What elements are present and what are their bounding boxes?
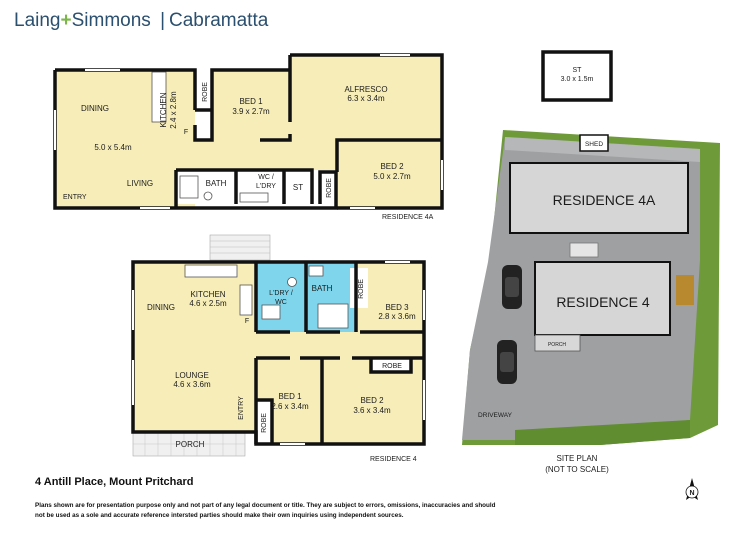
label-bed3-size-4: 2.8 x 3.6m xyxy=(378,312,416,321)
robe2-4 xyxy=(256,400,272,444)
disclaimer-line-2: not be used as a sole and accurate refer… xyxy=(35,512,404,519)
kitchen-island-4 xyxy=(239,284,253,316)
brand-plus-icon: + xyxy=(60,10,72,31)
label-fridge-4a: F xyxy=(184,129,188,136)
brand-name-part2: Simmons xyxy=(71,10,151,31)
toilet-4a xyxy=(203,191,213,201)
site-porch xyxy=(534,334,581,352)
label-robe-4: ROBE xyxy=(358,279,365,299)
label-alfresco-size: 6.3 x 3.4m xyxy=(347,94,385,103)
label-lounge-size-4: 4.6 x 3.6m xyxy=(173,380,211,389)
laundry-tub-4a xyxy=(239,192,269,203)
label-bed2-4a: BED 2 xyxy=(380,162,404,171)
robe2-4a xyxy=(320,172,337,204)
site-label-res4a: RESIDENCE 4A xyxy=(553,192,656,208)
site-plan: SHED RESIDENCE 4A RESIDENCE 4 PORCH DRIV… xyxy=(462,130,720,500)
st-closet-4a xyxy=(284,170,312,204)
front-lawn xyxy=(515,420,690,445)
label-bed2-size-4: 3.6 x 3.4m xyxy=(353,406,391,415)
label-residence-4: RESIDENCE 4 xyxy=(370,456,417,463)
toilet-4 xyxy=(287,277,297,287)
label-bed2-4: BED 2 xyxy=(360,396,384,405)
robe-4a xyxy=(195,70,212,110)
label-robe2-4: ROBE xyxy=(261,413,268,433)
site-label-porch: PORCH xyxy=(548,342,566,348)
label-lounge-4: LOUNGE xyxy=(175,371,209,380)
label-kitchen-size-4: 4.6 x 2.5m xyxy=(189,299,227,308)
label-robe-4a: ROBE xyxy=(202,82,209,102)
label-st-4a: ST xyxy=(293,183,303,192)
label-porch-4: PORCH xyxy=(176,440,205,449)
label-bath-4: BATH xyxy=(312,284,333,293)
site-label-shed: SHED xyxy=(585,141,603,148)
label-bed1-size-4: 2.6 x 3.4m xyxy=(271,402,309,411)
label-st-shed: ST xyxy=(573,67,583,74)
label-fridge-4: F xyxy=(245,318,249,325)
label-bath-4a: BATH xyxy=(206,179,227,188)
label-kitchen-size-4a: 2.4 x 2.8m xyxy=(169,91,178,129)
residence-4a-plan: DINING 5.0 x 5.4m LIVING KITCHEN 2.4 x 2… xyxy=(53,53,444,221)
label-bed3-4: BED 3 xyxy=(385,303,409,312)
label-bed2-size-4a: 5.0 x 2.7m xyxy=(373,172,411,181)
label-dining-4a: DINING xyxy=(81,104,109,113)
label-alfresco: ALFRESCO xyxy=(344,85,387,94)
rear-steps xyxy=(209,234,271,261)
vanity-4 xyxy=(308,265,324,277)
label-wc-line1-4a: WC / xyxy=(258,174,274,181)
label-bed1-4a: BED 1 xyxy=(239,97,263,106)
site-plan-title: SITE PLAN xyxy=(557,454,598,463)
site-label-driveway: DRIVEWAY xyxy=(478,412,513,419)
property-address: 4 Antill Place, Mount Pritchard xyxy=(35,476,194,488)
alfresco xyxy=(290,55,442,140)
site-steps xyxy=(569,242,599,258)
label-dining-size-4a: 5.0 x 5.4m xyxy=(94,143,132,152)
site-residence-4 xyxy=(534,261,671,336)
robe3-4 xyxy=(371,358,411,372)
label-living-4a: LIVING xyxy=(127,179,153,188)
north-label: N xyxy=(689,490,694,497)
kitchen-counter-4 xyxy=(184,264,238,278)
brand-separator: | xyxy=(160,10,166,31)
brand-logo: Laing+Simmons |Cabramatta xyxy=(14,10,268,32)
site-plan-subtitle: (NOT TO SCALE) xyxy=(545,465,609,474)
label-entry-4a: ENTRY xyxy=(63,194,87,201)
label-bed1-4: BED 1 xyxy=(278,392,302,401)
label-st-shed-size: 3.0 x 1.5m xyxy=(561,76,594,83)
storage-shed-plan: ST 3.0 x 1.5m xyxy=(541,50,613,102)
label-bed1-size-4a: 3.9 x 2.7m xyxy=(232,107,270,116)
bed1-4a xyxy=(212,70,290,140)
hallway-4 xyxy=(256,332,424,358)
label-kitchen-4a: KITCHEN xyxy=(159,92,168,127)
label-dining-4: DINING xyxy=(147,303,175,312)
dining-kitchen-lounge xyxy=(133,262,256,432)
label-ldry-line2-4: WC xyxy=(275,299,287,306)
ldry-wc-4 xyxy=(256,262,306,332)
label-kitchen-4: KITCHEN xyxy=(190,290,225,299)
residence-4-plan: KITCHEN 4.6 x 2.5m F DINING L'DRY / WC B… xyxy=(131,234,426,463)
label-robe2-4a: ROBE xyxy=(326,178,333,198)
north-arrow-icon: N xyxy=(685,478,699,500)
disclaimer-line-1: Plans shown are for presentation purpose… xyxy=(35,502,496,509)
label-entry-4: ENTRY xyxy=(238,396,245,420)
shower-4 xyxy=(317,303,349,329)
label-residence-4a: RESIDENCE 4A xyxy=(382,214,434,221)
laundry-tub-4 xyxy=(261,304,281,320)
shower-4a xyxy=(179,175,199,199)
site-residence-4a xyxy=(509,162,689,234)
bed2-4a xyxy=(337,140,442,208)
site-label-res4: RESIDENCE 4 xyxy=(556,294,650,310)
brand-name-part1: Laing xyxy=(14,10,61,31)
hallway-4a xyxy=(195,140,340,170)
brand-office: Cabramatta xyxy=(169,10,269,31)
label-robe3-4: ROBE xyxy=(382,363,402,370)
disclaimer: Plans shown are for presentation purpose… xyxy=(35,501,505,521)
wc-ldry-4a xyxy=(236,170,284,204)
label-ldry-line1-4: L'DRY / xyxy=(269,290,293,297)
kitchen-counter xyxy=(151,71,167,123)
label-wc-line2-4a: L'DRY xyxy=(256,183,276,190)
garden-bed xyxy=(676,275,694,305)
